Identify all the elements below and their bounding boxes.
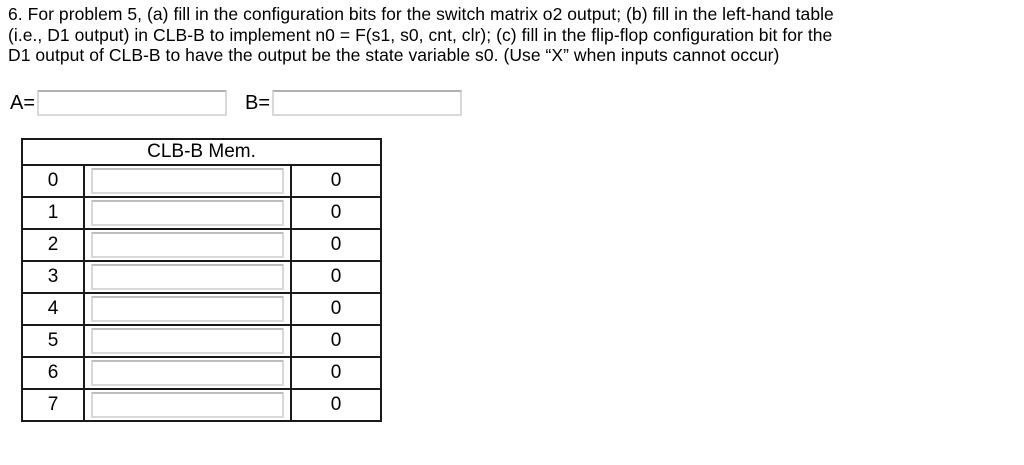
mem-input-cell	[83, 323, 292, 358]
mem-input-cell	[83, 195, 292, 230]
mem-input-4[interactable]	[91, 295, 284, 322]
ff-bit: 0	[290, 163, 382, 198]
question-line-1: 6. For problem 5, (a) fill in the config…	[8, 4, 834, 24]
table-row: 4 0	[21, 291, 382, 326]
question-text: 6. For problem 5, (a) fill in the config…	[0, 0, 1024, 66]
mem-input-cell	[83, 163, 292, 198]
mem-input-6[interactable]	[91, 359, 284, 386]
mem-input-cell	[83, 387, 292, 422]
mem-input-5[interactable]	[91, 327, 284, 354]
row-index: 4	[21, 291, 85, 326]
table-header-row: CLB-B Mem.	[21, 137, 382, 166]
mem-input-cell	[83, 355, 292, 390]
question-line-2: (i.e., D1 output) in CLB-B to implement …	[8, 24, 833, 45]
mem-input-cell	[83, 291, 292, 326]
ff-bit: 0	[290, 259, 382, 294]
mem-input-cell	[83, 259, 292, 294]
table-row: 6 0	[21, 355, 382, 390]
row-index: 6	[21, 355, 85, 390]
question-line-3: D1 output of CLB-B to have the output be…	[8, 45, 780, 65]
table-row: 5 0	[21, 323, 382, 358]
table-row: 3 0	[21, 259, 382, 294]
mem-input-7[interactable]	[91, 391, 284, 418]
table-title: CLB-B Mem.	[21, 137, 382, 166]
mem-input-2[interactable]	[91, 231, 284, 258]
row-index: 3	[21, 259, 85, 294]
clb-b-mem-table: CLB-B Mem. 0 0 1 0 2 0 3 0 4 0 5	[21, 137, 382, 422]
ff-bit: 0	[290, 195, 382, 230]
table-row: 7 0	[21, 387, 382, 422]
b-label: B=	[245, 91, 271, 114]
a-label: A=	[10, 91, 36, 114]
quiz-page: 6. For problem 5, (a) fill in the config…	[0, 0, 1024, 422]
row-index: 5	[21, 323, 85, 358]
a-input[interactable]	[37, 89, 228, 116]
ff-bit: 0	[290, 227, 382, 262]
mem-input-0[interactable]	[91, 167, 284, 194]
ff-bit: 0	[290, 291, 382, 326]
row-index: 7	[21, 387, 85, 422]
mem-input-3[interactable]	[91, 263, 284, 290]
mem-input-cell	[83, 227, 292, 262]
ff-bit: 0	[290, 387, 382, 422]
b-input[interactable]	[272, 89, 463, 116]
row-index: 1	[21, 195, 85, 230]
ff-bit: 0	[290, 323, 382, 358]
row-index: 2	[21, 227, 85, 262]
table-row: 1 0	[21, 195, 382, 230]
table-row: 2 0	[21, 227, 382, 262]
table-row: 0 0	[21, 163, 382, 198]
ff-bit: 0	[290, 355, 382, 390]
config-bits-row: A= B=	[10, 89, 1024, 116]
row-index: 0	[21, 163, 85, 198]
mem-input-1[interactable]	[91, 199, 284, 226]
